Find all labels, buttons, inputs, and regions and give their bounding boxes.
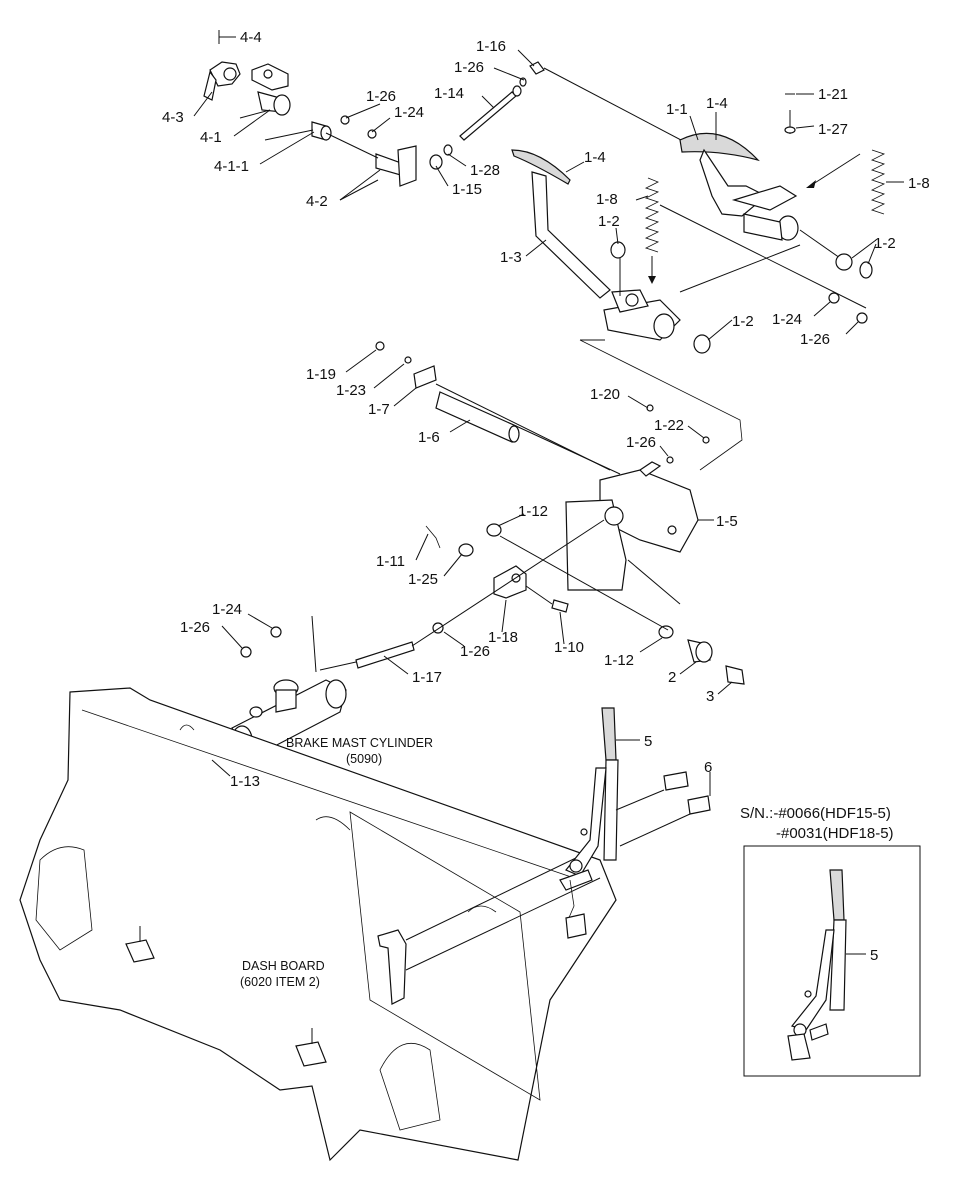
- dash-caption-line2: (6020 ITEM 2): [240, 975, 320, 989]
- pedal-assembly-1-1: [659, 93, 867, 309]
- label-1-20: 1-20: [590, 386, 620, 403]
- label-1-26-d: 1-26: [626, 434, 656, 451]
- serial-line2: -#0031(HDF18-5): [776, 825, 894, 842]
- label-4-2: 4-2: [306, 193, 328, 210]
- pedal-assembly-1-3: [511, 149, 873, 354]
- label-1-12-b: 1-12: [604, 652, 634, 669]
- label-3: 3: [706, 688, 714, 705]
- label-1-11: 1-11: [376, 553, 405, 570]
- label-5-main: 5: [644, 733, 652, 750]
- label-1-3: 1-3: [500, 249, 522, 266]
- label-1-19: 1-19: [306, 366, 336, 383]
- brake-caption-line2: (5090): [346, 752, 382, 766]
- label-4-4: 4-4: [240, 29, 262, 46]
- label-4-1: 4-1: [200, 129, 222, 146]
- label-1-26-b: 1-26: [366, 88, 396, 105]
- label-1-27: 1-27: [818, 121, 848, 138]
- label-1-2-b: 1-2: [874, 235, 896, 252]
- label-6: 6: [704, 759, 712, 776]
- label-1-22: 1-22: [654, 417, 684, 434]
- label-1-1: 1-1: [666, 101, 688, 118]
- label-1-10: 1-10: [554, 639, 584, 656]
- label-1-13: 1-13: [230, 773, 260, 790]
- label-1-23: 1-23: [336, 382, 366, 399]
- label-1-14: 1-14: [434, 85, 464, 102]
- serial-inset: [743, 845, 921, 1077]
- clevis-1-18: [240, 523, 745, 685]
- label-2: 2: [668, 669, 676, 686]
- dash-panel: [349, 811, 601, 1101]
- label-1-26-c: 1-26: [800, 331, 830, 348]
- label-1-8-a: 1-8: [596, 191, 618, 208]
- captions: BRAKE MAST CYLINDER (5090) DASH BOARD (6…: [240, 736, 894, 989]
- label-1-28: 1-28: [470, 162, 500, 179]
- label-1-4-a: 1-4: [706, 95, 728, 112]
- label-4-1-1: 4-1-1: [214, 158, 249, 175]
- label-1-24-c: 1-24: [212, 601, 242, 618]
- label-1-7: 1-7: [368, 401, 390, 418]
- label-1-25: 1-25: [408, 571, 438, 588]
- label-1-18: 1-18: [488, 629, 518, 646]
- label-5-inset: 5: [870, 947, 878, 964]
- linkage-group-4: [203, 30, 417, 201]
- label-4-3: 4-3: [162, 109, 184, 126]
- dash-caption-line1: DASH BOARD: [242, 959, 325, 973]
- label-1-15: 1-15: [452, 181, 482, 198]
- label-1-26-f: 1-26: [460, 643, 490, 660]
- label-1-21: 1-21: [818, 86, 848, 103]
- serial-line1: S/N.:-#0066(HDF15-5): [740, 805, 891, 822]
- label-1-2-a: 1-2: [598, 213, 620, 230]
- label-1-8-b: 1-8: [908, 175, 930, 192]
- parking-lever-5: [559, 707, 711, 939]
- bracket-1-5: [565, 339, 743, 605]
- dash-frame: [19, 687, 617, 1162]
- label-1-26-e: 1-26: [180, 619, 210, 636]
- label-1-6: 1-6: [418, 429, 440, 446]
- label-1-24-b: 1-24: [772, 311, 802, 328]
- label-1-5: 1-5: [716, 513, 738, 530]
- leader-lines: [193, 49, 904, 955]
- label-1-2-c: 1-2: [732, 313, 754, 330]
- rod-1-14: [340, 61, 701, 170]
- part-labels: 4-4 4-3 4-1 4-1-1 4-2 1-16 1-26 1-14 1-2…: [162, 29, 930, 964]
- spring-1-8-left: [644, 177, 660, 284]
- label-1-17: 1-17: [412, 669, 442, 686]
- label-1-24-a: 1-24: [394, 104, 424, 121]
- label-1-12-a: 1-12: [518, 503, 548, 520]
- label-1-4-b: 1-4: [584, 149, 606, 166]
- label-1-26-a: 1-26: [454, 59, 484, 76]
- brake-caption-line1: BRAKE MAST CYLINDER: [286, 736, 433, 750]
- cross-shaft-1-6: [375, 341, 621, 475]
- spring-1-8-right: [870, 149, 886, 215]
- label-1-16: 1-16: [476, 38, 506, 55]
